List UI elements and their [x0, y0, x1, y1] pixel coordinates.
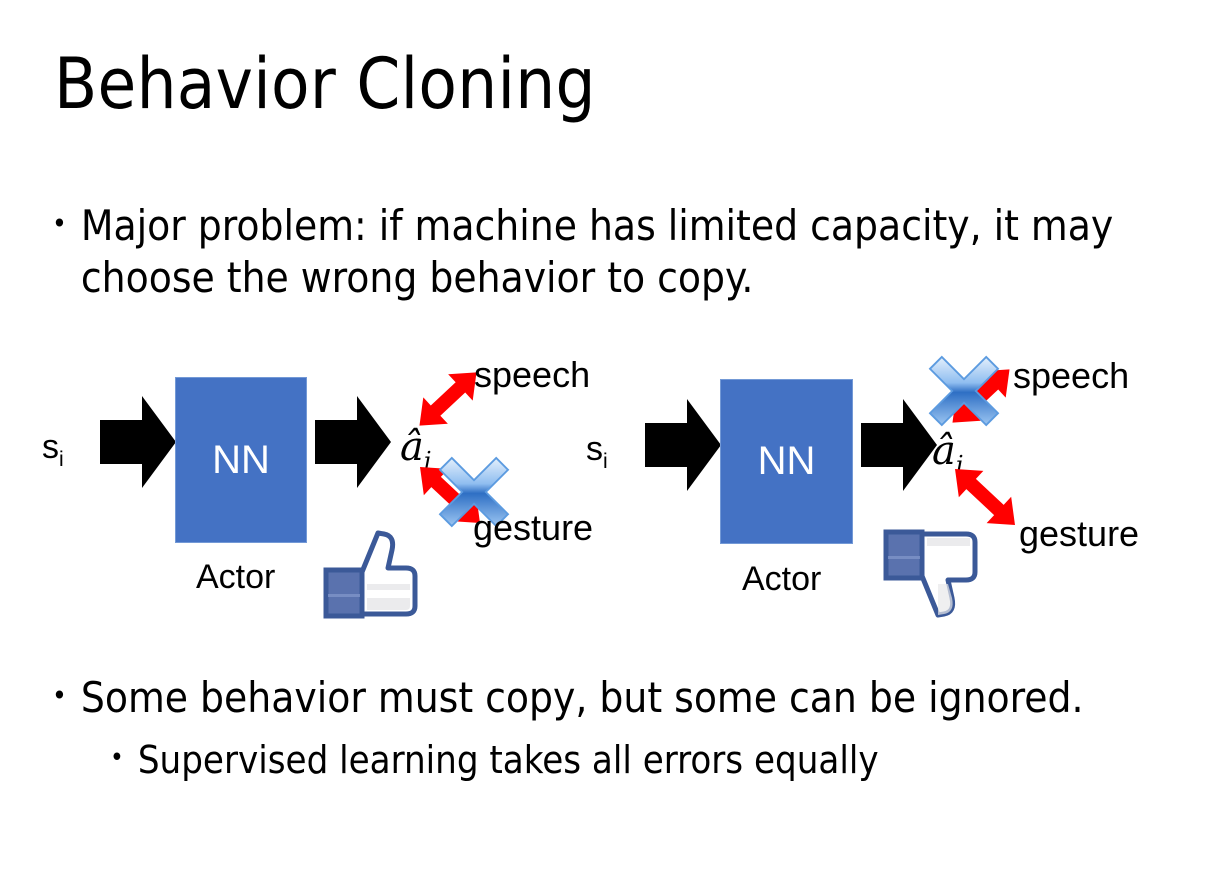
input-arrow-icon-left — [100, 396, 176, 488]
state-input-label-right: si — [586, 430, 608, 473]
bullet-text: Major problem: if machine has limited ca… — [80, 201, 1114, 302]
bullet-supervised-learning: • Supervised learning takes all errors e… — [110, 736, 1170, 784]
bullet-text: Some behavior must copy, but some can be… — [80, 673, 1084, 722]
bullet-marker-icon: • — [110, 743, 124, 773]
input-arrow-icon-right — [645, 399, 721, 491]
branch-arrow-speech-left — [419, 372, 477, 426]
branch-arrow-gesture-right — [955, 469, 1015, 525]
thumbs-down-icon — [883, 529, 978, 618]
state-input-label-left: si — [42, 428, 64, 471]
cross-out-icon-speech-right — [928, 355, 1000, 427]
cross-out-icon-gesture-left — [438, 456, 510, 528]
actor-caption-left: Actor — [196, 558, 276, 596]
nn-box-right: NN — [720, 379, 853, 544]
thumbs-up-icon — [323, 530, 418, 619]
action-output-label-left: âi — [400, 424, 432, 475]
output-arrow-icon-left — [315, 396, 391, 488]
bullet-text: Supervised learning takes all errors equ… — [137, 738, 879, 782]
branch-label-speech-left: speech — [474, 354, 591, 395]
bullet-major-problem: • Major problem: if machine has limited … — [52, 200, 1132, 304]
nn-box-label: NN — [757, 439, 816, 483]
nn-box-left: NN — [175, 377, 307, 543]
branch-label-gesture-left: gesture — [473, 507, 594, 548]
action-output-label-right: âi — [932, 428, 964, 479]
branch-label-gesture-right: gesture — [1019, 513, 1140, 554]
bullet-marker-icon: • — [52, 207, 67, 240]
bullet-marker-icon: • — [52, 679, 67, 712]
output-arrow-icon-right — [861, 399, 937, 491]
branch-label-speech-right: speech — [1013, 355, 1130, 396]
actor-caption-right: Actor — [742, 560, 822, 598]
bullet-some-behavior: • Some behavior must copy, but some can … — [52, 672, 1162, 724]
page-title: Behavior Cloning — [54, 43, 596, 125]
nn-box-label: NN — [212, 437, 270, 482]
